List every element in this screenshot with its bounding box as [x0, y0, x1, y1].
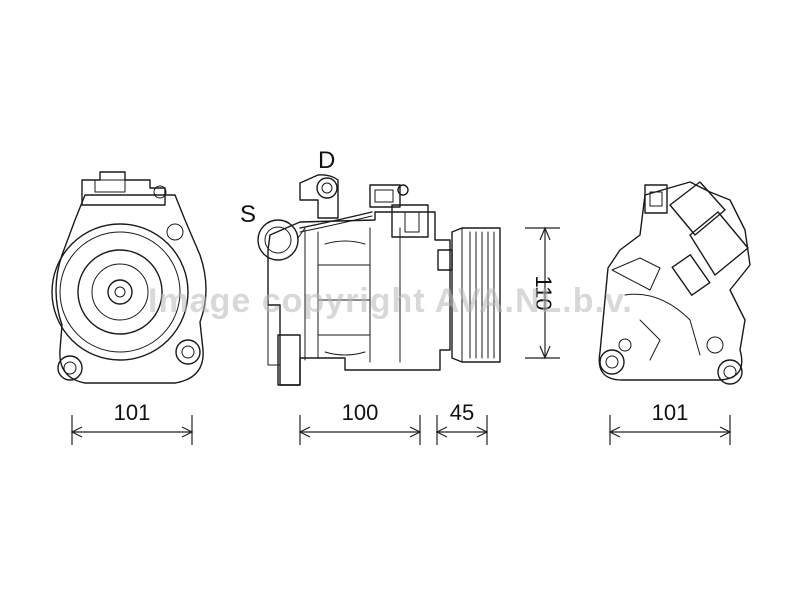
- rear-width-value: 101: [652, 400, 689, 425]
- height-value: 110: [531, 275, 556, 310]
- front-width-value: 101: [114, 400, 151, 425]
- body-length-value: 100: [342, 400, 379, 425]
- body-length-dimension: 100: [298, 400, 422, 445]
- height-dimension: 110: [525, 226, 560, 360]
- discharge-port-label: D: [318, 147, 335, 174]
- copyright-watermark: Image copyright AVA.NL.b.v.: [148, 282, 633, 320]
- front-view: [51, 171, 207, 384]
- pulley-length-dimension: 45: [435, 400, 489, 445]
- suction-port-label: S: [240, 201, 256, 228]
- front-width-dimension: 101: [70, 400, 194, 445]
- pulley-length-value: 45: [450, 400, 474, 425]
- side-view: [257, 174, 501, 386]
- rear-width-dimension: 101: [608, 400, 732, 445]
- rear-view: [598, 181, 751, 385]
